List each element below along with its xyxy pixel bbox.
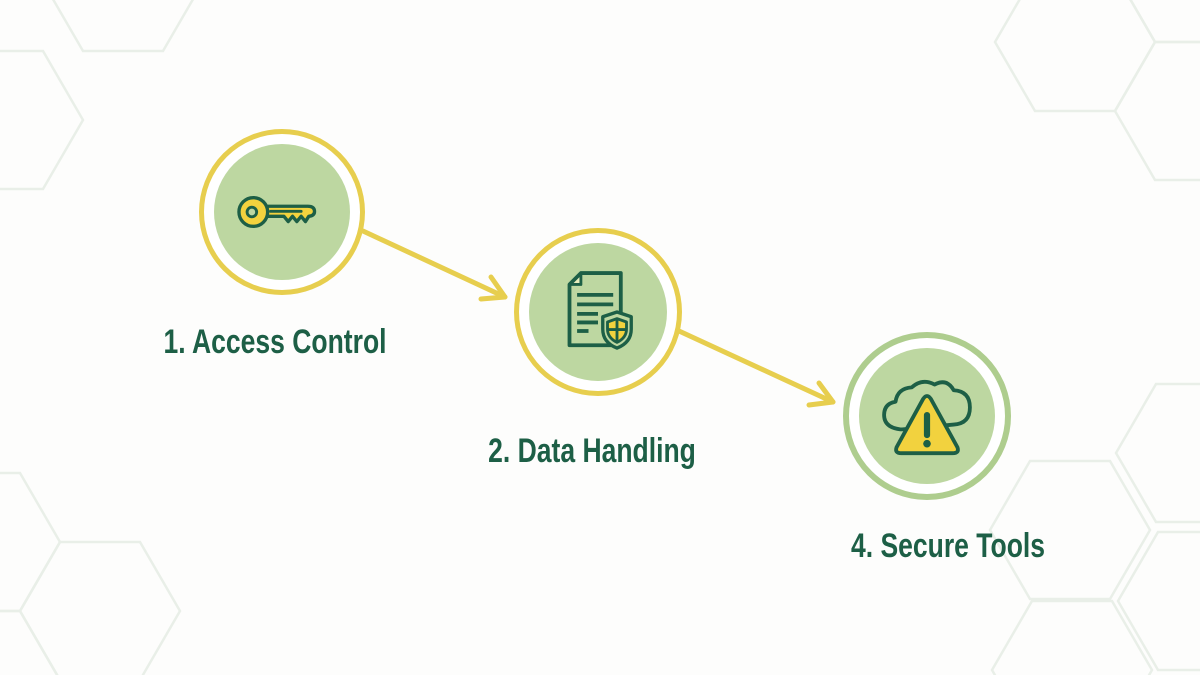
hexagon-shape [0,49,85,191]
key-icon [237,195,317,229]
step-node-secure-tools [843,332,1011,500]
cloud-warning-icon [882,379,972,456]
step-node-inner-circle [859,348,995,484]
hexagon-shape [990,599,1154,675]
step-node-inner-circle [529,243,667,381]
hexagon-shape [988,459,1152,601]
hexagon-shape [0,471,62,613]
step-label-access-control: 1. Access Control [163,323,387,361]
hexagon-shape [1116,530,1200,672]
hexagon-shape [1113,40,1200,182]
step-node-access-control [199,129,365,295]
step-label-data-handling: 2. Data Handling [488,432,696,470]
step-label-secure-tools: 4. Secure Tools [850,527,1046,565]
hexagon-shape [51,0,195,53]
arrow-step2-to-step3 [676,328,836,408]
hexagon-shape [1114,382,1200,524]
document-shield-icon [567,271,633,350]
step-node-inner-circle [214,144,350,280]
arrow-step1-to-step2 [360,228,508,302]
step-node-data-handling [514,228,682,396]
